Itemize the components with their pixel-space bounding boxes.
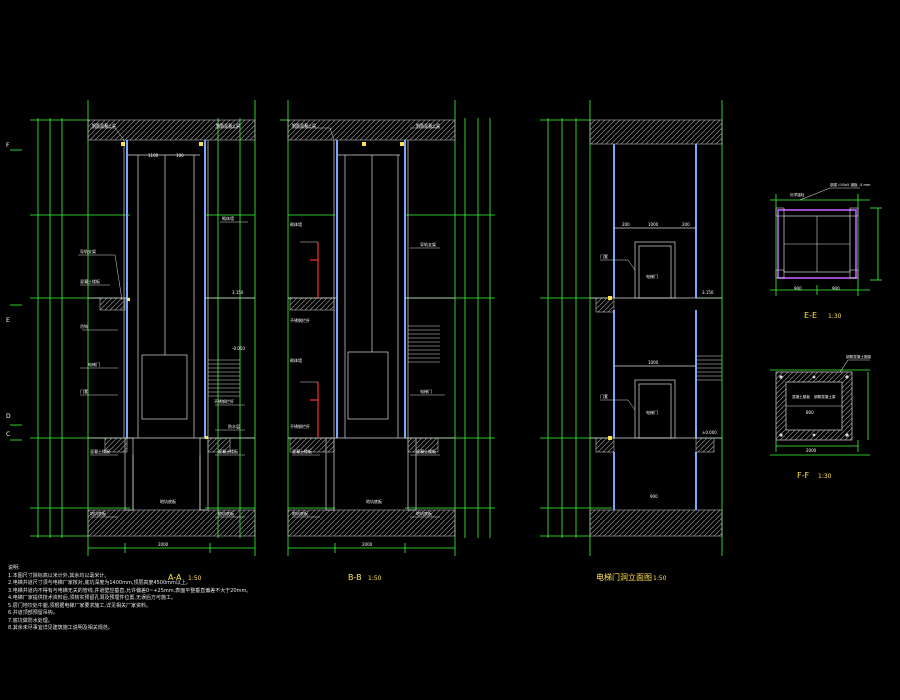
elev-side-r: 200 [682,222,690,227]
a-dim-top-1: 1100 [148,153,159,158]
e-note-2: 化学锚栓 [790,192,805,197]
b-note-guide: 导轨支架 [420,241,436,247]
b-note-door: 电梯门 [420,388,432,394]
a-note-slab: 混凝土楼板 [80,278,100,284]
axis-label-d: D [6,413,11,420]
elev-level-3: ±0.000 [702,430,717,435]
a-dim-bottom: 2000 [158,542,169,547]
a-note-slab-l: 混凝土楼板 [90,448,110,454]
a-note-pit-l: 地坑底板 [90,510,106,516]
e-dim-left: 900 [794,286,802,291]
a-note-frame: 门套 [80,388,88,394]
b-note-wall: 砌体墙 [290,221,302,227]
notes-line-2: 2.电梯井道尺寸须与电梯厂家核对,底坑深度为1400mm,顶层高度4500mm以… [8,580,191,586]
f-note-slab-r: 钢筋混凝土梁 [814,394,836,399]
b-section-scale: 1:50 [368,575,382,582]
a-note-rail: 不锈钢栏杆 [214,398,234,404]
e-title: E-E [804,311,817,320]
f-scale: 1:30 [818,473,832,480]
elev-side-l: 200 [622,222,630,227]
notes-line-5: 5.层门地坎处牛腿,须根据电梯厂家要求施工,详见相关厂家资料。 [8,602,151,609]
notes-line-1: 1.本图尺寸除标高以米计外,其余均以毫米计。 [8,572,110,579]
b-note-pit-r: 地坑底板 [416,510,432,516]
f-dim-bottom: 2000 [806,448,817,453]
notes-line-8: 8.其余未尽事宜详见建筑施工说明及相关规范。 [8,625,113,631]
elevator-door-elevation [540,100,723,556]
section-e-e [770,187,882,296]
b-note-wall-2: 砌体墙 [290,357,302,363]
axis-label-e: E [6,317,10,324]
section-a-a [30,100,256,556]
a-note-hanger: 吊钩 [80,323,88,329]
elev-note-frame: 门套 [600,253,608,259]
elev-note-door: 电梯门 [646,273,658,279]
b-note-pit: 地坑底板 [366,498,382,504]
notes-line-7: 7.底坑做防水处理。 [8,617,53,624]
a-dim-top-2: 100 [176,153,184,158]
b-note-beam: 钢筋混凝土梁 [292,122,316,128]
axis-label-c: C [6,431,10,438]
b-note-pit-l: 地坑底板 [292,510,308,516]
b-section-title: B-B [348,573,362,582]
notes-heading: 说明: [8,565,20,571]
f-note: 钢筋混凝土圈梁 [846,354,872,359]
e-scale: 1:30 [828,313,842,320]
elev-level-1: 3.150 [702,290,714,295]
general-notes: 说明: 1.本图尺寸除标高以米计外,其余均以毫米计。 2.电梯井道尺寸须与电梯厂… [8,565,251,633]
a-note-pit: 地坑底板 [160,498,176,504]
a-section-title: A-A [168,573,182,582]
elev-scale: 1:50 [653,575,667,582]
f-dim-mid: 800 [806,410,814,415]
axis-marks [10,149,22,441]
a-note-beam: 钢筋混凝土梁 [92,122,116,128]
notes-line-4: 4.电梯厂家提供技术资料后,须核实预留孔洞及预埋件位置,无误后方可施工。 [8,595,176,601]
a-note-door: 电梯门 [88,361,100,367]
a-note-beam-r: 钢筋混凝土梁 [216,122,240,128]
f-note-slab-l: 混凝土楼板 [792,394,810,399]
notes-line-6: 6.井道顶部预留吊钩。 [8,610,58,616]
elev-dim-2: 1000 [648,360,659,365]
a-note-slab-r: 混凝土楼板 [218,448,238,454]
a-level-1: 3.150 [232,290,244,295]
notes-line-3: 3.电梯井道内不得有与电梯无关的管线,井道壁应垂直,允许偏差0~+25mm,表面… [8,587,252,594]
a-level-2: -0.050 [232,346,245,351]
b-note-beam-r: 钢筋混凝土梁 [416,122,440,128]
b-note-slab-l: 混凝土楼板 [292,448,312,454]
b-note-rail-1: 不锈钢栏杆 [290,317,310,323]
b-dim-bottom: 2000 [362,542,373,547]
elev-dim-3: 900 [650,494,658,499]
elev-title: 电梯门洞立面图 [596,572,652,582]
a-note-waterproof: 防水层 [228,423,240,429]
elev-dim-1: 1000 [648,222,659,227]
elev-note-door-2: 电梯门 [646,409,658,415]
section-f-f [770,359,870,456]
section-b-b [280,100,495,556]
axis-label-f: F [6,142,10,149]
a-note-wall: 砌体墙 [222,215,234,221]
b-note-slab-r: 混凝土楼板 [416,448,436,454]
b-note-rail-2: 不锈钢栏杆 [290,423,310,429]
elev-note-frame-2: 门套 [600,393,608,399]
e-note-1: 钢梁 L50x5 钢板 -5 mm [830,182,871,187]
e-dim-right: 900 [832,286,840,291]
a-section-scale: 1:50 [188,575,202,582]
f-title: F-F [797,471,809,480]
a-note-pit-r: 地坑底板 [218,510,234,516]
a-note-guide: 导轨支架 [80,248,96,254]
